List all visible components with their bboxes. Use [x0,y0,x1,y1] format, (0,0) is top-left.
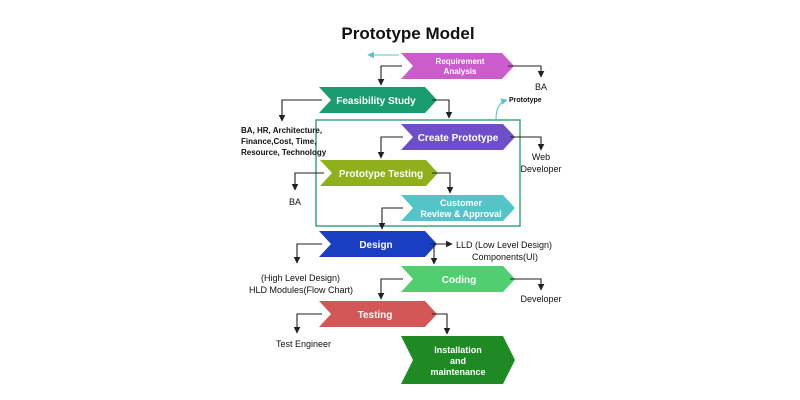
lld-line1: LLD (Low Level Design) [456,240,552,250]
customer-review-step [401,195,515,221]
create-prototype-label: Create Prototype [418,133,499,144]
hld-line1: (High Level Design) [261,273,340,283]
review-to-design-arrow [378,207,403,230]
customer-review-label-line1: Customer [440,198,483,208]
requirement-label-line2: Analysis [444,67,477,76]
requirement-to-feasibility-arrow [377,65,402,86]
developer-note: Developer [520,294,561,304]
coding-label: Coding [442,275,476,286]
feasibility-roles-line3: Resource, Technology [241,148,327,157]
design-label: Design [359,240,392,251]
hld-line2: HLD Modules(Flow Chart) [249,285,353,295]
coding-to-developer-arrow [510,278,545,291]
lld-line2: Components(UI) [472,252,538,262]
design-to-coding-arrow [430,243,438,265]
create-to-testing-arrow [377,136,403,159]
requirement-label-line1: Requirement [436,57,485,66]
diagram-title: Prototype Model [341,24,474,43]
testing-step [319,301,437,327]
testing-to-ba-arrow [291,172,324,191]
ba-top-note: BA [535,82,547,92]
feasibility-roles-line1: BA, HR, Architecture, [241,126,322,135]
installation-step [401,336,515,384]
ba-testing-note: BA [289,197,301,207]
feasibility-to-prototype-arrow [432,99,453,119]
prototype-testing-step [320,160,438,186]
requirement-to-ba-arrow [508,65,545,78]
feasibility-roles-line2: Finance,Cost, Time, [241,137,316,146]
prototype-note: Prototype [509,97,542,104]
testing-to-test-engineer-arrow [293,313,322,334]
testing-to-review-arrow [432,172,454,194]
design-step [319,231,437,257]
testing-to-installation-arrow [432,313,451,335]
installation-label-line1: Installation [434,345,482,355]
customer-review-label-line2: Review & Approval [420,209,501,219]
web-developer-line2: Developer [520,164,561,174]
prototype-testing-label: Prototype Testing [339,169,423,180]
installation-label-line2: and [450,356,466,366]
requirement-analysis-step [401,53,514,79]
create-prototype-step [401,124,515,150]
create-to-web-developer-arrow [510,136,545,151]
prototype-label-arrow [495,98,508,120]
test-engineer-note: Test Engineer [276,339,331,349]
feasibility-to-roles-arrow [278,99,322,122]
web-developer-line1: Web [532,152,550,162]
testing-label: Testing [358,310,393,321]
feasibility-study-label: Feasibility Study [336,96,416,107]
coding-step [401,266,515,292]
design-to-hld-arrow [293,243,322,264]
feasibility-study-step [319,87,437,113]
installation-label-line3: maintenance [430,367,485,377]
coding-to-testing-arrow [377,278,403,300]
